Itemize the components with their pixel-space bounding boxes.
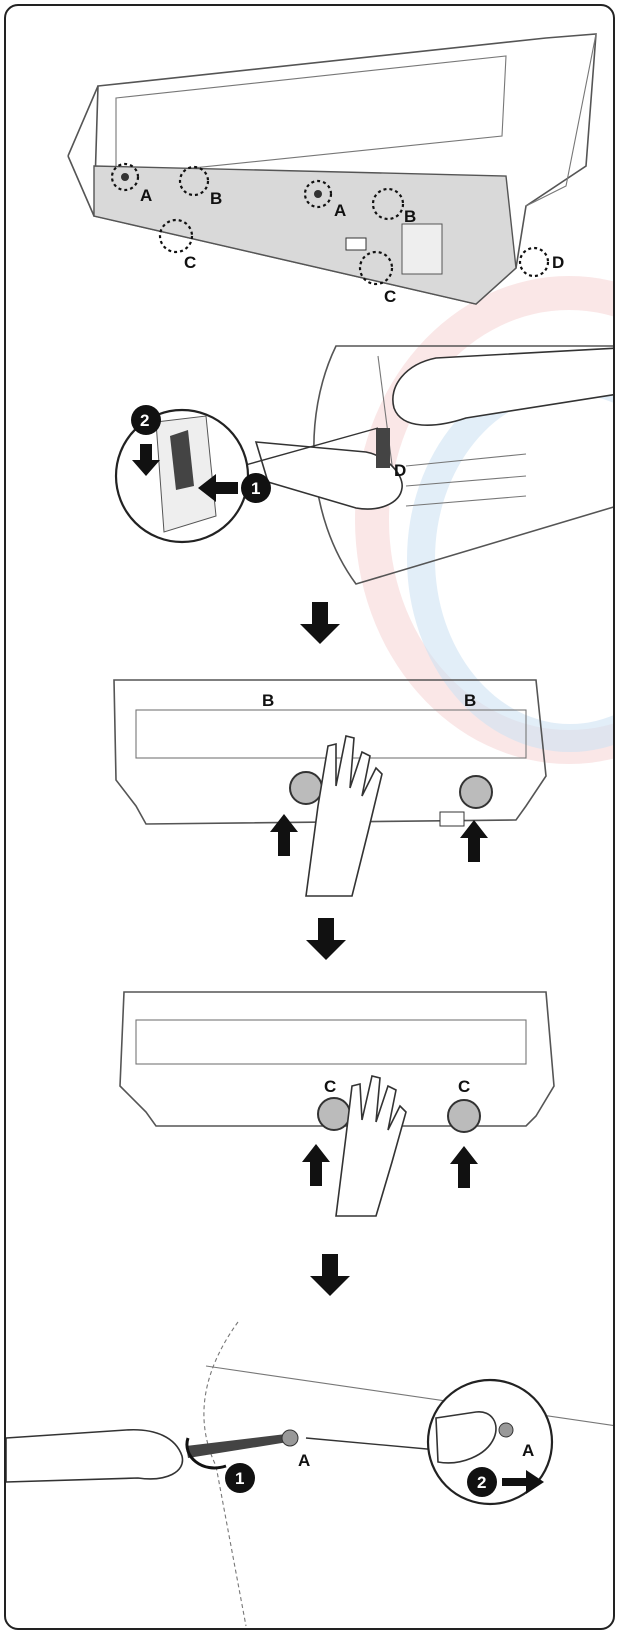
flow-arrow-1 bbox=[298, 602, 342, 646]
label-a1: A bbox=[140, 186, 152, 205]
step1-panel: A B A B C C D bbox=[6, 6, 615, 306]
label-b-right: B bbox=[464, 691, 476, 710]
screwdriver bbox=[186, 1434, 288, 1458]
label-b-left: B bbox=[262, 691, 274, 710]
step5-diagram: A 1 A 2 bbox=[6, 1306, 615, 1630]
label-b2: B bbox=[404, 207, 416, 226]
step4-diagram: C C bbox=[6, 976, 615, 1226]
label-a2: A bbox=[334, 201, 346, 220]
pushing-hand-right bbox=[336, 1076, 406, 1216]
up-arrow-icon bbox=[270, 814, 298, 856]
step2-num-1: 1 bbox=[251, 479, 260, 498]
step5-panel: A 1 A 2 bbox=[6, 1306, 615, 1630]
label-c1: C bbox=[184, 253, 196, 272]
step2-num-2: 2 bbox=[140, 411, 149, 430]
step1-diagram: A B A B C C D bbox=[6, 6, 615, 306]
press-point-c-right bbox=[448, 1100, 480, 1132]
label-b1: B bbox=[210, 189, 222, 208]
front-panel-slot bbox=[136, 1020, 526, 1064]
up-arrow-icon bbox=[302, 1144, 330, 1186]
indoor-unit-body bbox=[68, 34, 596, 304]
step5-label-a: A bbox=[298, 1451, 310, 1470]
down-arrow-icon bbox=[300, 602, 340, 644]
step2-panel: D 2 1 bbox=[6, 336, 615, 596]
flow-arrow-2 bbox=[304, 918, 348, 962]
screw-a bbox=[282, 1430, 298, 1446]
press-point-c-left bbox=[318, 1098, 350, 1130]
hook-d bbox=[376, 428, 390, 468]
step3-panel: B B bbox=[6, 656, 615, 906]
hook-point-d bbox=[520, 248, 548, 276]
flow-arrow-3 bbox=[308, 1254, 352, 1298]
pushing-hand-left bbox=[306, 736, 382, 896]
label-c-left: C bbox=[324, 1077, 336, 1096]
press-point-b-left bbox=[290, 772, 322, 804]
label-c2: C bbox=[384, 287, 396, 306]
down-arrow-icon bbox=[310, 1254, 350, 1296]
step5-zoom-label-a: A bbox=[522, 1441, 534, 1460]
step2-diagram: D 2 1 bbox=[6, 336, 615, 596]
step4-panel: C C bbox=[6, 976, 615, 1226]
label-d: D bbox=[552, 253, 564, 272]
label-c-right: C bbox=[458, 1077, 470, 1096]
step2-label-d: D bbox=[394, 461, 406, 480]
down-arrow-icon bbox=[306, 918, 346, 960]
screwdriver-hand bbox=[6, 1430, 183, 1482]
step5-num-2: 2 bbox=[477, 1473, 486, 1492]
press-point-b-right bbox=[460, 776, 492, 808]
upper-hand bbox=[393, 348, 615, 425]
step3-diagram: B B bbox=[6, 656, 615, 906]
step5-num-1: 1 bbox=[235, 1469, 244, 1488]
instruction-frame: A B A B C C D D bbox=[4, 4, 615, 1630]
up-arrow-icon bbox=[450, 1146, 478, 1188]
